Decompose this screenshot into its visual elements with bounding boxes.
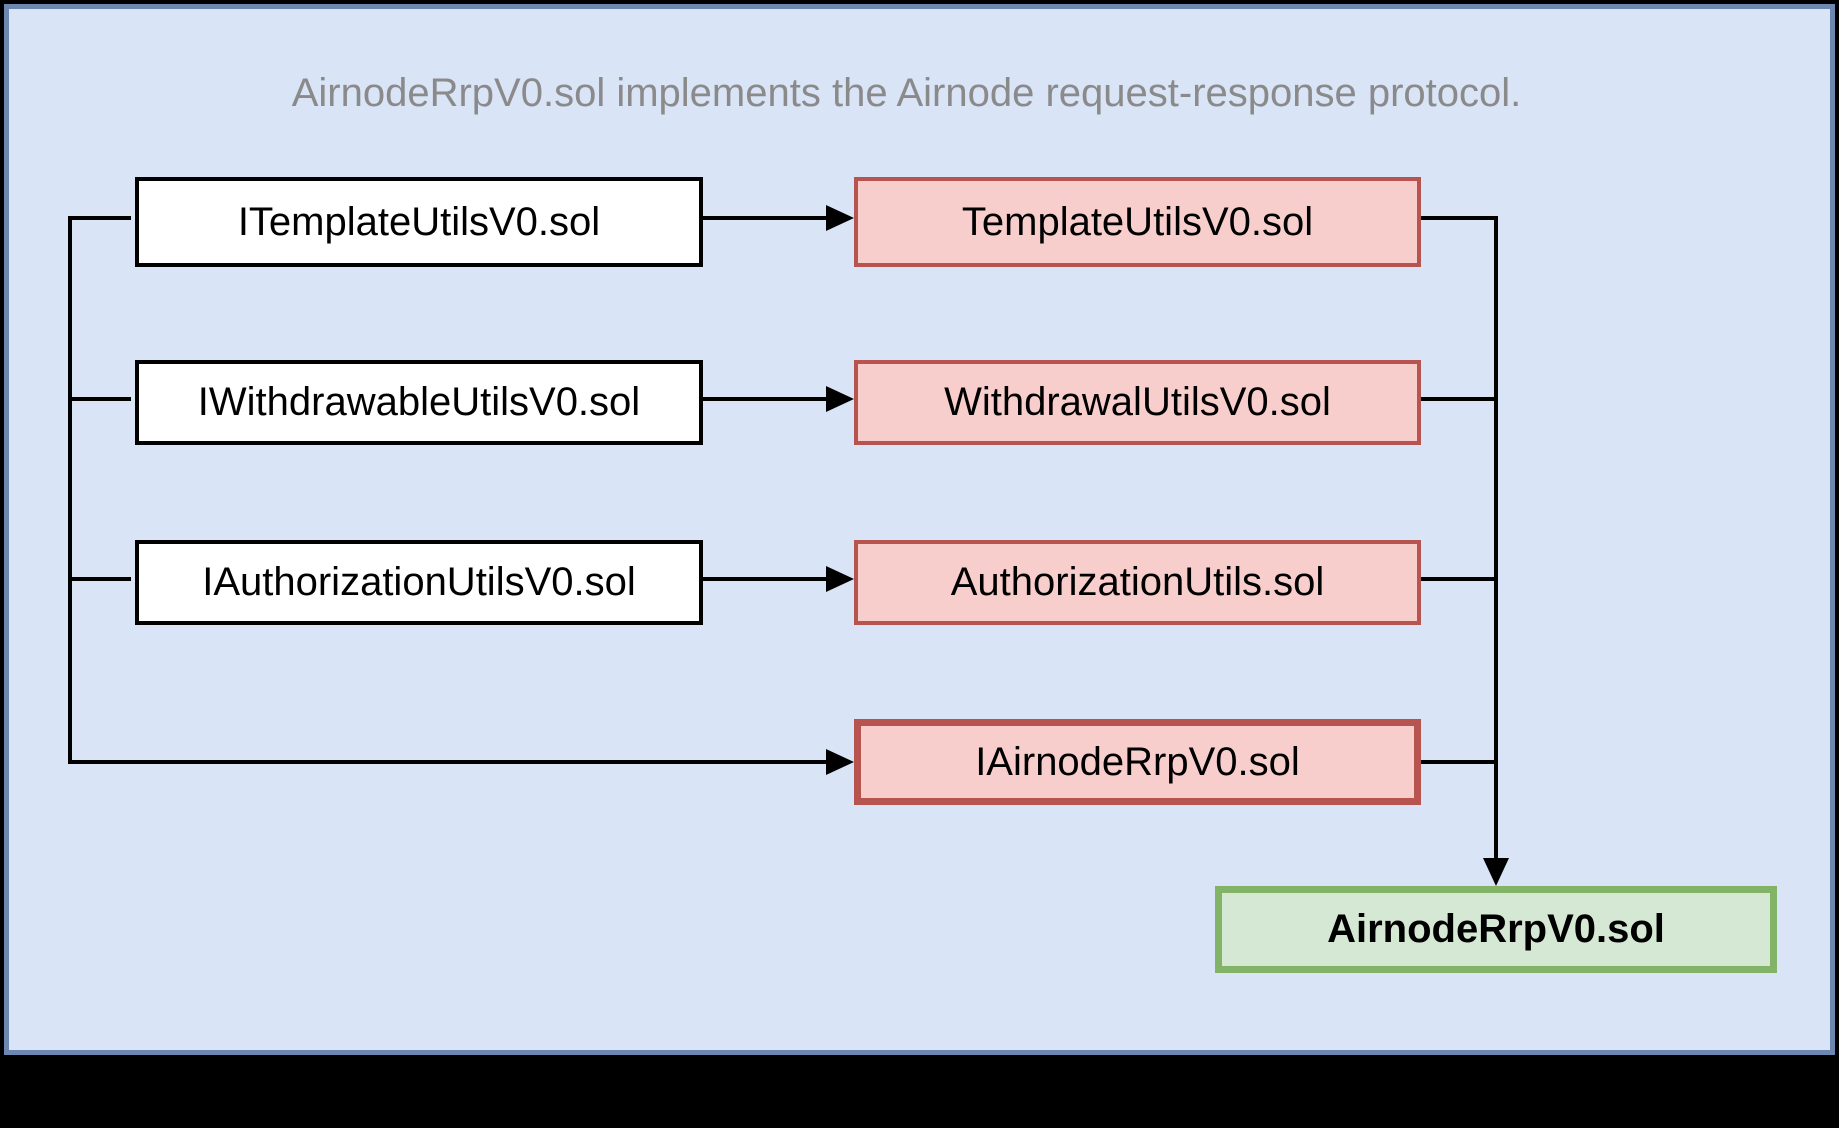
connector-right-stub-row4 [1421,760,1498,764]
diagram-canvas: AirnodeRrpV0.sol implements the Airnode … [4,4,1835,1055]
arrowhead-row3-icon [826,566,854,592]
connector-row2 [699,397,826,401]
node-iauthorizationutilsv0: IAuthorizationUtilsV0.sol [135,540,703,625]
arrowhead-row4-icon [826,749,854,775]
connector-right-stub-row3 [1421,577,1498,581]
node-iairnoderrpv0: IAirnodeRrpV0.sol [854,719,1421,805]
connector-row4-long [68,760,826,764]
connector-right-stub-row2 [1421,397,1498,401]
connector-left-stub-row2 [68,397,131,401]
connector-row3 [699,577,826,581]
connector-left-stub-row1 [68,216,131,220]
node-iwithdrawableutilsv0: IWithdrawableUtilsV0.sol [135,360,703,445]
diagram-title: AirnodeRrpV0.sol implements the Airnode … [291,71,1522,115]
arrowhead-down-icon [1483,858,1509,886]
connector-left-trunk [68,216,72,764]
connector-right-stub-row1 [1421,216,1498,220]
arrowhead-row2-icon [826,386,854,412]
node-templateutilsv0: TemplateUtilsV0.sol [854,177,1421,267]
node-itemplateutilsv0: ITemplateUtilsV0.sol [135,177,703,267]
node-withdrawalutilsv0: WithdrawalUtilsV0.sol [854,360,1421,445]
node-authorizationutils: AuthorizationUtils.sol [854,540,1421,625]
arrowhead-row1-icon [826,205,854,231]
connector-left-stub-row3 [68,577,131,581]
node-airnoderrpv0: AirnodeRrpV0.sol [1215,886,1777,973]
connector-row1 [699,216,826,220]
connector-right-trunk [1494,216,1498,858]
